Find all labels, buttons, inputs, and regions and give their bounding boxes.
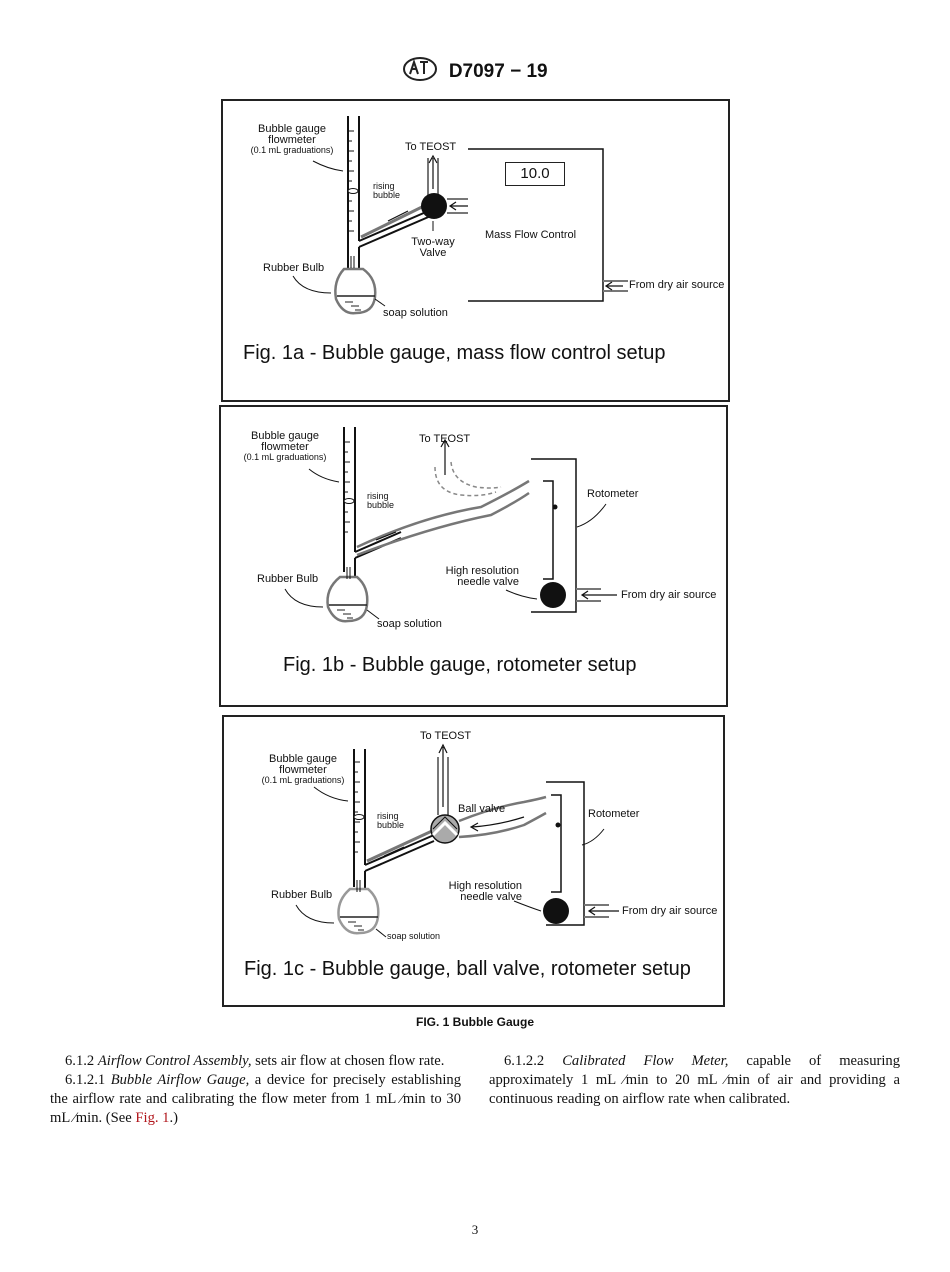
rotometer-label: Rotometer [587, 488, 639, 500]
rotometer-label: Rotometer [588, 808, 640, 820]
ball-valve-label: Ball valve [458, 803, 506, 815]
left-column: 6.1.2 Airflow Control Assembly, sets air… [50, 1052, 461, 1128]
needle-valve-label: needle valve [457, 576, 519, 588]
two-way-label: Two-way [411, 236, 455, 248]
graduations-label: (0.1 mL graduations) [250, 145, 334, 155]
mass-flow-label: Mass Flow Control [485, 229, 577, 241]
figure-caption: FIG. 1 Bubble Gauge [415, 1015, 534, 1029]
bubble-label: bubble [367, 500, 395, 510]
figure-1a: Bubble gauge flowmeter (0.1 mL graduatio… [221, 99, 730, 402]
flow-display-value: 10.0 [505, 162, 565, 186]
soap-label: soap solution [377, 618, 442, 630]
figure-1a-caption: Fig. 1a - Bubble gauge, mass flow contro… [243, 342, 666, 364]
soap-label: soap solution [383, 307, 448, 319]
from-air-label: From dry air source [621, 589, 717, 601]
astm-logo-icon [402, 56, 438, 87]
flowmeter-label-2: flowmeter [268, 134, 316, 146]
figure-1a-diagram [292, 116, 628, 315]
right-column: 6.1.2.2 Calibrated Flow Meter, capable o… [489, 1052, 900, 1109]
from-air-label: From dry air source [622, 905, 718, 917]
rubber-bulb-label: Rubber Bulb [263, 262, 325, 274]
soap-label: soap solution [387, 931, 441, 941]
figure-1b-diagram [284, 427, 617, 623]
figure-1c-caption: Fig. 1c - Bubble gauge, ball valve, roto… [244, 958, 691, 980]
flowmeter-label: Bubble gauge [269, 753, 337, 765]
graduations-label: (0.1 mL graduations) [243, 452, 327, 462]
to-teost-label: To TEOST [420, 730, 472, 742]
figure-1c-diagram [295, 743, 619, 938]
valve-label: Valve [419, 247, 447, 259]
page-header: D7097 − 19 [0, 56, 950, 87]
rising-label: rising [367, 491, 389, 501]
flowmeter-label-2: flowmeter [279, 764, 327, 776]
rubber-bulb-label: Rubber Bulb [257, 573, 319, 585]
paragraph-6-1-2-2: 6.1.2.2 Calibrated Flow Meter, capable o… [489, 1053, 900, 1107]
flowmeter-label: Bubble gauge [258, 123, 326, 135]
flowmeter-label-2: flowmeter [261, 441, 309, 453]
high-res-label: High resolution [448, 880, 522, 892]
figure-1b-caption: Fig. 1b - Bubble gauge, rotometer setup [283, 654, 637, 676]
figure-1c: Bubble gauge flowmeter (0.1 mL graduatio… [222, 715, 725, 1007]
high-res-label: High resolution [445, 565, 519, 577]
paragraph-6-1-2: 6.1.2 Airflow Control Assembly, sets air… [65, 1053, 445, 1069]
graduations-label: (0.1 mL graduations) [261, 775, 345, 785]
to-teost-label: To TEOST [419, 433, 471, 445]
document-id: D7097 − 19 [448, 60, 548, 82]
figure-1b: Bubble gauge flowmeter (0.1 mL graduatio… [219, 405, 728, 707]
flowmeter-label: Bubble gauge [251, 430, 319, 442]
from-air-label: From dry air source [629, 279, 725, 291]
rising-label: rising [377, 811, 399, 821]
needle-valve-label: needle valve [460, 891, 522, 903]
paragraph-6-1-2-1: 6.1.2.1 Bubble Airflow Gauge, a device f… [50, 1072, 461, 1126]
rising-label: rising [373, 181, 395, 191]
page-number: 3 [471, 1222, 479, 1237]
rubber-bulb-label: Rubber Bulb [271, 889, 333, 901]
bubble-label: bubble [377, 820, 405, 830]
bubble-label: bubble [373, 190, 401, 200]
fig1-link[interactable]: Fig. 1 [135, 1110, 170, 1126]
to-teost-label: To TEOST [405, 141, 457, 153]
